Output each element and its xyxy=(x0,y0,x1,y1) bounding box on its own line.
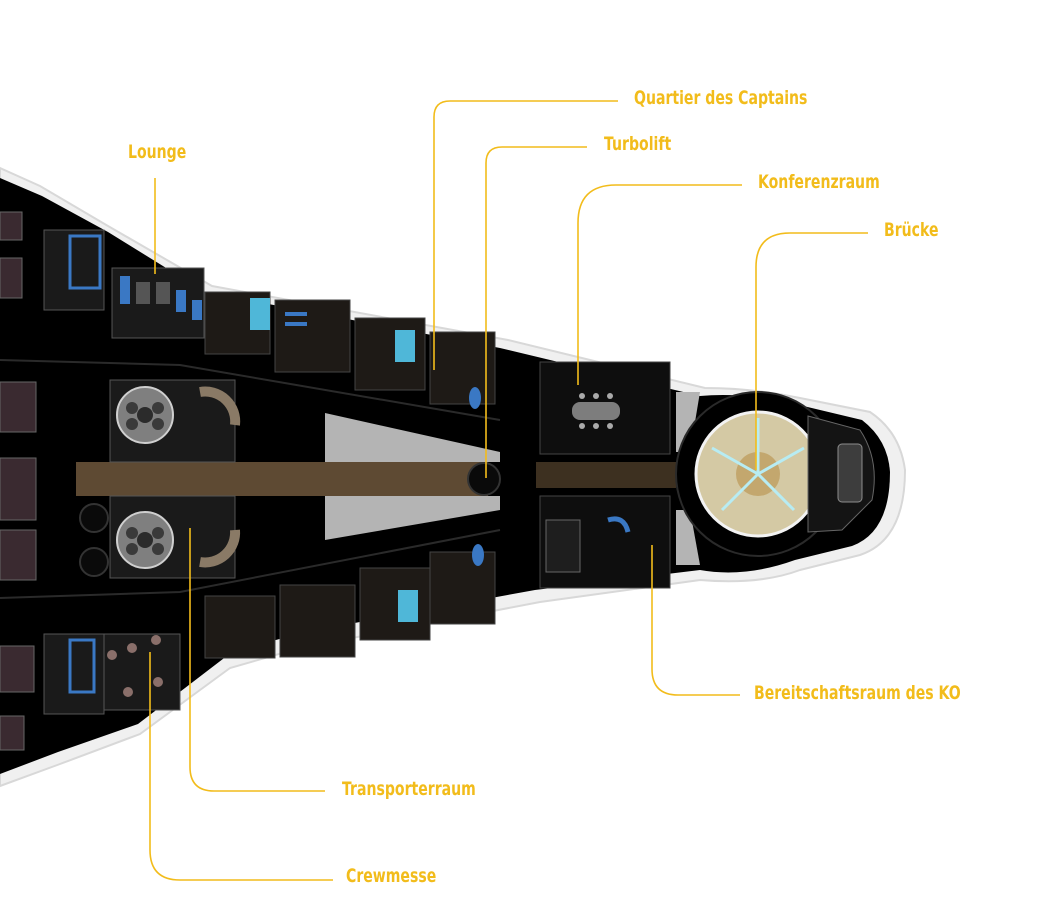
gray-area-upper xyxy=(325,413,500,462)
quarters-row-upper xyxy=(204,291,496,409)
leader-quartier xyxy=(433,100,618,370)
gray-area-lower xyxy=(325,496,500,540)
left-module-stack xyxy=(0,211,37,751)
label-bereitschaftsraum: Bereitschaftsraum des KO xyxy=(754,682,961,704)
transporter-room-lower xyxy=(109,495,241,579)
leader-turbolift xyxy=(485,146,587,478)
label-quartier-des-captains: Quartier des Captains xyxy=(634,87,808,109)
central-corridor xyxy=(76,462,488,496)
leader-konferenz xyxy=(577,184,742,385)
lounge-room xyxy=(111,267,205,339)
turbolift-shaft-main xyxy=(467,462,501,496)
gray-area-bridge-top xyxy=(676,392,700,452)
label-turbolift: Turbolift xyxy=(604,133,672,155)
corridor-lower xyxy=(0,529,501,599)
ready-room xyxy=(539,495,671,589)
crew-mess-room xyxy=(94,633,181,711)
leader-bereitschaft xyxy=(651,545,740,696)
leader-crewmesse xyxy=(149,652,333,881)
bridge xyxy=(675,391,875,557)
label-konferenzraum: Konferenzraum xyxy=(758,171,880,193)
transporter-room-upper xyxy=(109,379,241,463)
turbolift-shaft-left xyxy=(79,503,109,533)
gray-area-bridge-bottom xyxy=(676,510,700,565)
leader-bruecke xyxy=(755,232,868,470)
quarters-row-lower xyxy=(204,544,496,659)
bridge-corridor xyxy=(536,462,676,488)
label-bruecke: Brücke xyxy=(884,219,939,241)
label-lounge: Lounge xyxy=(128,141,187,163)
label-crewmesse: Crewmesse xyxy=(346,865,437,887)
turbolift-shaft-left-2 xyxy=(79,547,109,577)
corridor-upper xyxy=(0,359,501,421)
leader-transporter xyxy=(189,528,325,792)
label-transporterraum: Transporterraum xyxy=(342,778,476,800)
conference-room xyxy=(539,361,671,455)
left-console-rooms xyxy=(43,229,105,715)
